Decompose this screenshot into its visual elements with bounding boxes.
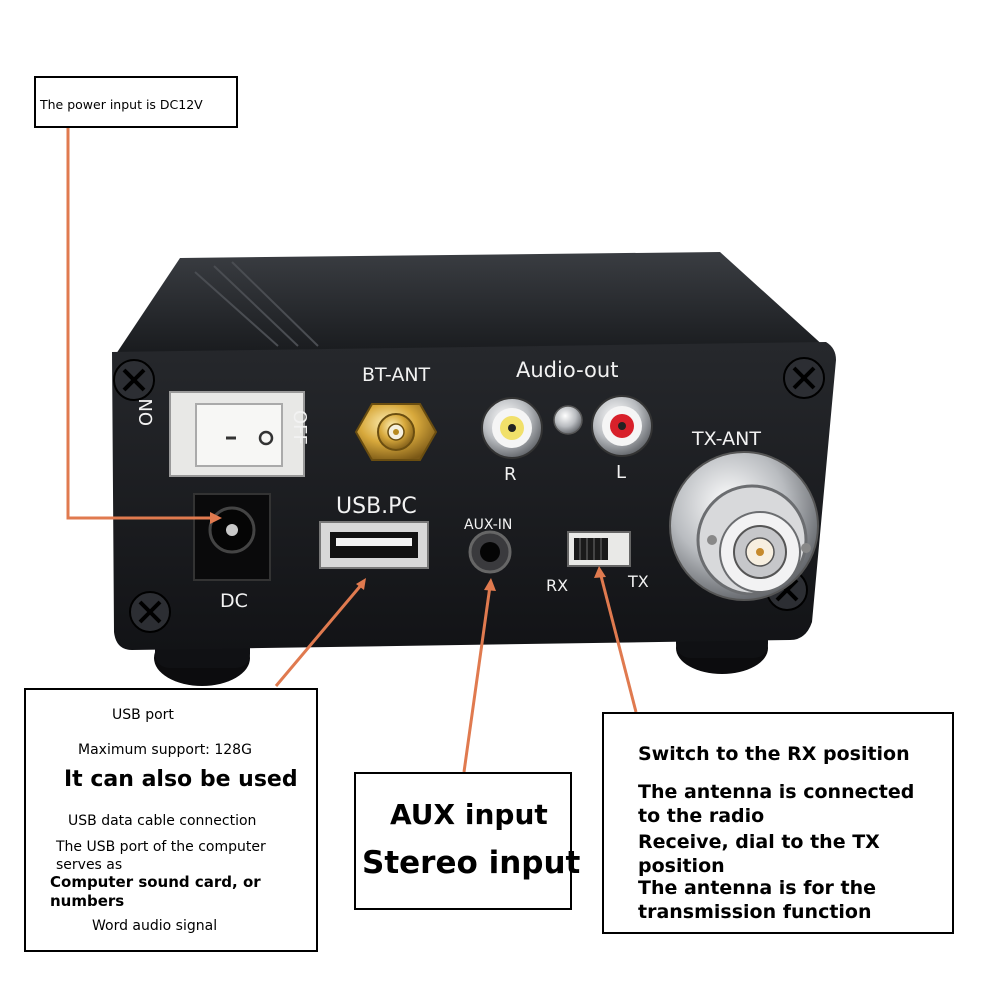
callout-switch-line6: The antenna is for the	[638, 877, 877, 899]
top-ribs	[194, 261, 319, 347]
callout-usb-line5: The USB port of the computer	[56, 839, 266, 855]
panel-label-bt-ant: BT-ANT	[362, 364, 431, 386]
callout-aux: AUX input Stereo input	[354, 772, 580, 910]
callout-aux-line1: AUX input	[390, 798, 548, 831]
panel-label-aux-in: AUX-IN	[464, 517, 513, 533]
callout-switch-line3: to the radio	[638, 805, 765, 827]
callout-usb: USB port Maximum support: 128G It can al…	[24, 688, 318, 952]
callout-usb-line4: USB data cable connection	[68, 813, 257, 829]
callout-switch: Switch to the RX position The antenna is…	[602, 712, 954, 934]
panel-label-r: R	[504, 464, 517, 485]
leader-aux	[462, 585, 492, 773]
panel-label-l: L	[616, 462, 627, 483]
panel-label-tx-ant: TX-ANT	[692, 428, 761, 450]
panel-screw	[553, 405, 583, 435]
callout-aux-line2: Stereo input	[362, 845, 581, 881]
callout-usb-line8: numbers	[50, 892, 125, 910]
callout-usb-line2: Maximum support: 128G	[78, 742, 252, 758]
callout-usb-line1: USB port	[112, 707, 174, 723]
callout-usb-line3: It can also be used	[64, 767, 298, 792]
callout-usb-line7: Computer sound card, or	[50, 873, 261, 891]
callout-switch-line1: Switch to the RX position	[638, 743, 910, 765]
callout-usb-line6: serves as	[56, 857, 123, 873]
panel-label-rx: RX	[546, 576, 569, 595]
panel-label-usb-pc: USB.PC	[336, 494, 417, 519]
power-switch-rocker	[195, 403, 283, 467]
screw-slots	[122, 366, 816, 624]
leader-power-arrow	[210, 512, 222, 524]
callout-switch-line2: The antenna is connected	[638, 781, 915, 803]
leader-lines	[66, 128, 638, 773]
leader-switch	[598, 571, 638, 713]
panel-label-tx: TX	[628, 572, 649, 591]
panel-label-dc: DC	[220, 590, 248, 612]
leader-usb	[274, 583, 364, 687]
leader-power	[66, 128, 210, 520]
panel-label-off: OFF	[289, 410, 310, 445]
callout-power: The power input is DC12V	[34, 76, 238, 128]
chassis-top	[112, 252, 826, 360]
callout-power-text: The power input is DC12V	[40, 97, 203, 112]
panel-label-audio-out: Audio-out	[516, 358, 619, 382]
callout-usb-line9: Word audio signal	[92, 918, 218, 934]
callout-switch-line4: Receive, dial to the TX	[638, 831, 880, 853]
callout-switch-line5: position	[638, 855, 725, 877]
panel-label-on: ON	[136, 398, 157, 426]
callout-switch-line7: transmission function	[638, 901, 872, 923]
